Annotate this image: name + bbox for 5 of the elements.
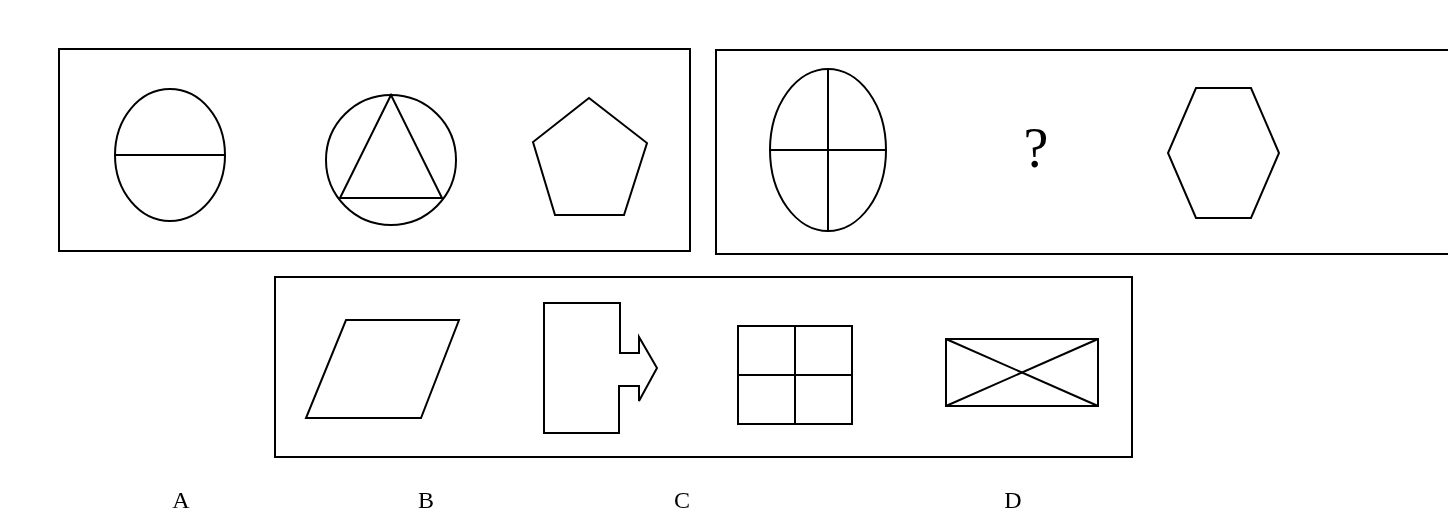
option-label: A	[172, 488, 190, 512]
option-label: D	[1004, 488, 1022, 512]
option-label: B	[418, 488, 434, 512]
question-mark: ?	[1023, 120, 1049, 176]
option-label: C	[674, 488, 690, 512]
